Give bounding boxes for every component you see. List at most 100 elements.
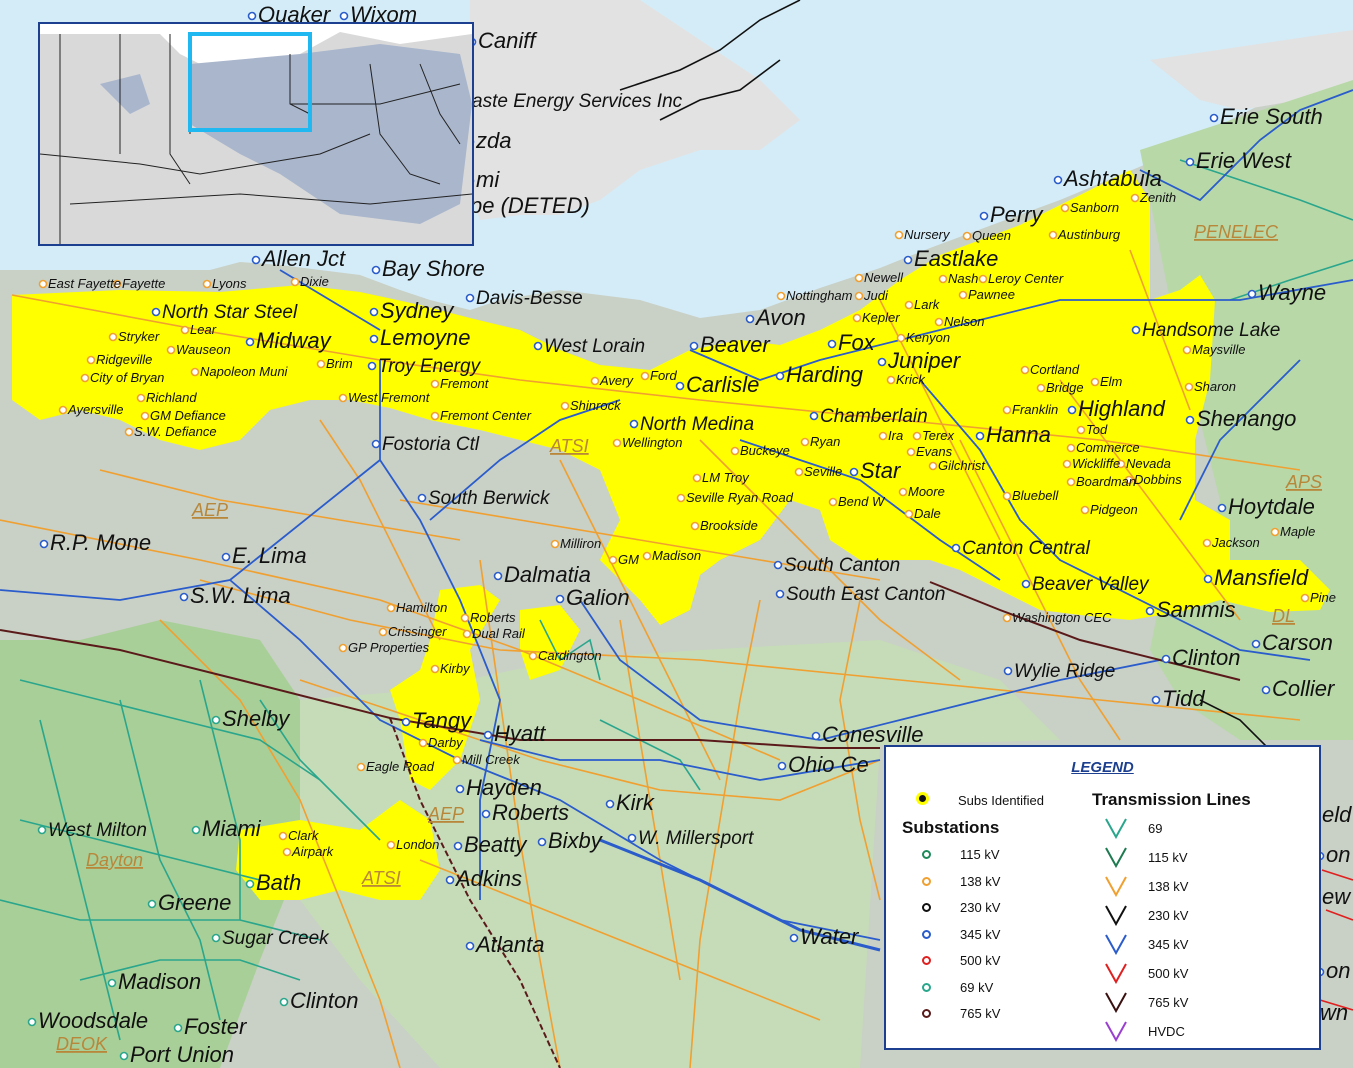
- city-label: Avon: [754, 305, 806, 330]
- city-label: Adkins: [454, 866, 522, 891]
- city-label: Davis-Besse: [476, 288, 583, 309]
- station-label: Dual Rail: [472, 626, 526, 641]
- station-label: Clark: [288, 828, 320, 843]
- city-label: wn: [1320, 1000, 1348, 1025]
- station-label: Cortland: [1030, 362, 1080, 377]
- city-label: Kirk: [616, 790, 655, 815]
- city-label: Sydney: [380, 298, 455, 323]
- substation-dot: [894, 230, 904, 240]
- station-label: Stryker: [118, 329, 160, 344]
- inset-pjm-region: [190, 44, 472, 224]
- substation-dot: [1053, 175, 1063, 185]
- city-label: Bixby: [548, 828, 604, 853]
- canada-land: [470, 0, 800, 220]
- city-label: S.W. Lima: [190, 583, 291, 608]
- station-label: Crissinger: [388, 624, 447, 639]
- city-label: Port Union: [130, 1042, 234, 1067]
- city-label: West Lorain: [544, 336, 645, 357]
- utility-label: ATSI: [549, 436, 589, 456]
- station-label: Pawnee: [968, 287, 1015, 302]
- substation-dot: [590, 376, 600, 386]
- station-label: Kepler: [862, 310, 900, 325]
- substations-header: Substations: [902, 818, 1000, 837]
- station-label: Mill Creek: [462, 752, 521, 767]
- substation-dot: [371, 439, 381, 449]
- station-label: Sharon: [1194, 379, 1236, 394]
- substation-dot: [356, 762, 366, 772]
- substation-dot: [282, 847, 292, 857]
- city-label: Lemoyne: [380, 325, 471, 350]
- substation-dot: [886, 375, 896, 385]
- substation-dot: [675, 381, 685, 391]
- station-label: Boardman: [1076, 474, 1136, 489]
- substation-dot: [86, 355, 96, 365]
- city-label: South Canton: [784, 555, 900, 576]
- utility-label: APS: [1285, 472, 1322, 492]
- city-label: North Star Steel: [162, 302, 298, 323]
- substation-dot: [418, 738, 428, 748]
- station-label: Buckeye: [740, 443, 790, 458]
- substation-dot: [1185, 157, 1195, 167]
- station-label: Napoleon Muni: [200, 364, 289, 379]
- inset-great-lakes: [40, 24, 472, 74]
- city-label: Fox: [838, 330, 876, 355]
- station-label: Kirby: [440, 661, 471, 676]
- transmission-lines-header: Transmission Lines: [1092, 790, 1251, 809]
- city-label: mi: [476, 167, 500, 192]
- line-legend-icon: [1105, 934, 1127, 955]
- station-label: Bridge: [1046, 380, 1084, 395]
- substation-dot: [852, 313, 862, 323]
- city-label: on: [1326, 958, 1350, 983]
- station-label: Queen: [972, 228, 1011, 243]
- substation-dot: [27, 1017, 37, 1027]
- substation-dot: [151, 307, 161, 317]
- station-label: City of Bryan: [90, 370, 164, 385]
- substation-dot: [555, 594, 565, 604]
- substation-legend-label: 500 kV: [960, 953, 1001, 968]
- substation-dot: [642, 551, 652, 561]
- station-label: Nash: [948, 271, 978, 286]
- substation-dot: [1076, 425, 1086, 435]
- city-label: Canton Central: [962, 538, 1091, 559]
- substation-dot: [251, 255, 261, 265]
- substation-dot: [371, 265, 381, 275]
- substation-dot: [245, 337, 255, 347]
- station-label: Nelson: [944, 314, 984, 329]
- station-label: Zenith: [1139, 190, 1176, 205]
- line-legend-icon: [1105, 818, 1127, 839]
- city-label: Atlanta: [474, 932, 545, 957]
- substation-dot: [978, 274, 988, 284]
- substation-dot: [1067, 405, 1077, 415]
- city-label: Erie West: [1196, 148, 1292, 173]
- substation-dot: [386, 603, 396, 613]
- city-label: South Berwick: [428, 488, 551, 509]
- city-label: Water: [800, 924, 860, 949]
- substation-dot: [180, 325, 190, 335]
- substation-dot: [1124, 475, 1134, 485]
- city-label: Bay Shore: [382, 256, 485, 281]
- station-label: Franklin: [1012, 402, 1058, 417]
- city-label: W. Millersport: [638, 828, 754, 849]
- dayton-green-region: [0, 620, 320, 1068]
- substation-dot: [692, 473, 702, 483]
- substation-dot: [896, 333, 906, 343]
- city-label: Sammis: [1156, 597, 1235, 622]
- substation-legend-label: 345 kV: [960, 926, 1001, 942]
- substation-dot: [338, 643, 348, 653]
- substation-dot: [800, 437, 810, 447]
- substation-dot: [462, 629, 472, 639]
- station-label: Wickliffe: [1072, 456, 1120, 471]
- station-label: Dixie: [300, 274, 329, 289]
- city-label: Miami: [202, 816, 262, 841]
- line-legend-label: 69: [1148, 821, 1163, 836]
- city-label: ew: [1322, 884, 1352, 909]
- station-label: Brookside: [700, 518, 758, 533]
- station-label: Hamilton: [396, 600, 447, 615]
- station-label: Maple: [1280, 524, 1315, 539]
- city-label: Ohio Ce: [788, 752, 869, 777]
- station-label: Brim: [326, 356, 353, 371]
- substation-dot: [690, 521, 700, 531]
- city-label: Fostoria Ctl: [382, 434, 480, 455]
